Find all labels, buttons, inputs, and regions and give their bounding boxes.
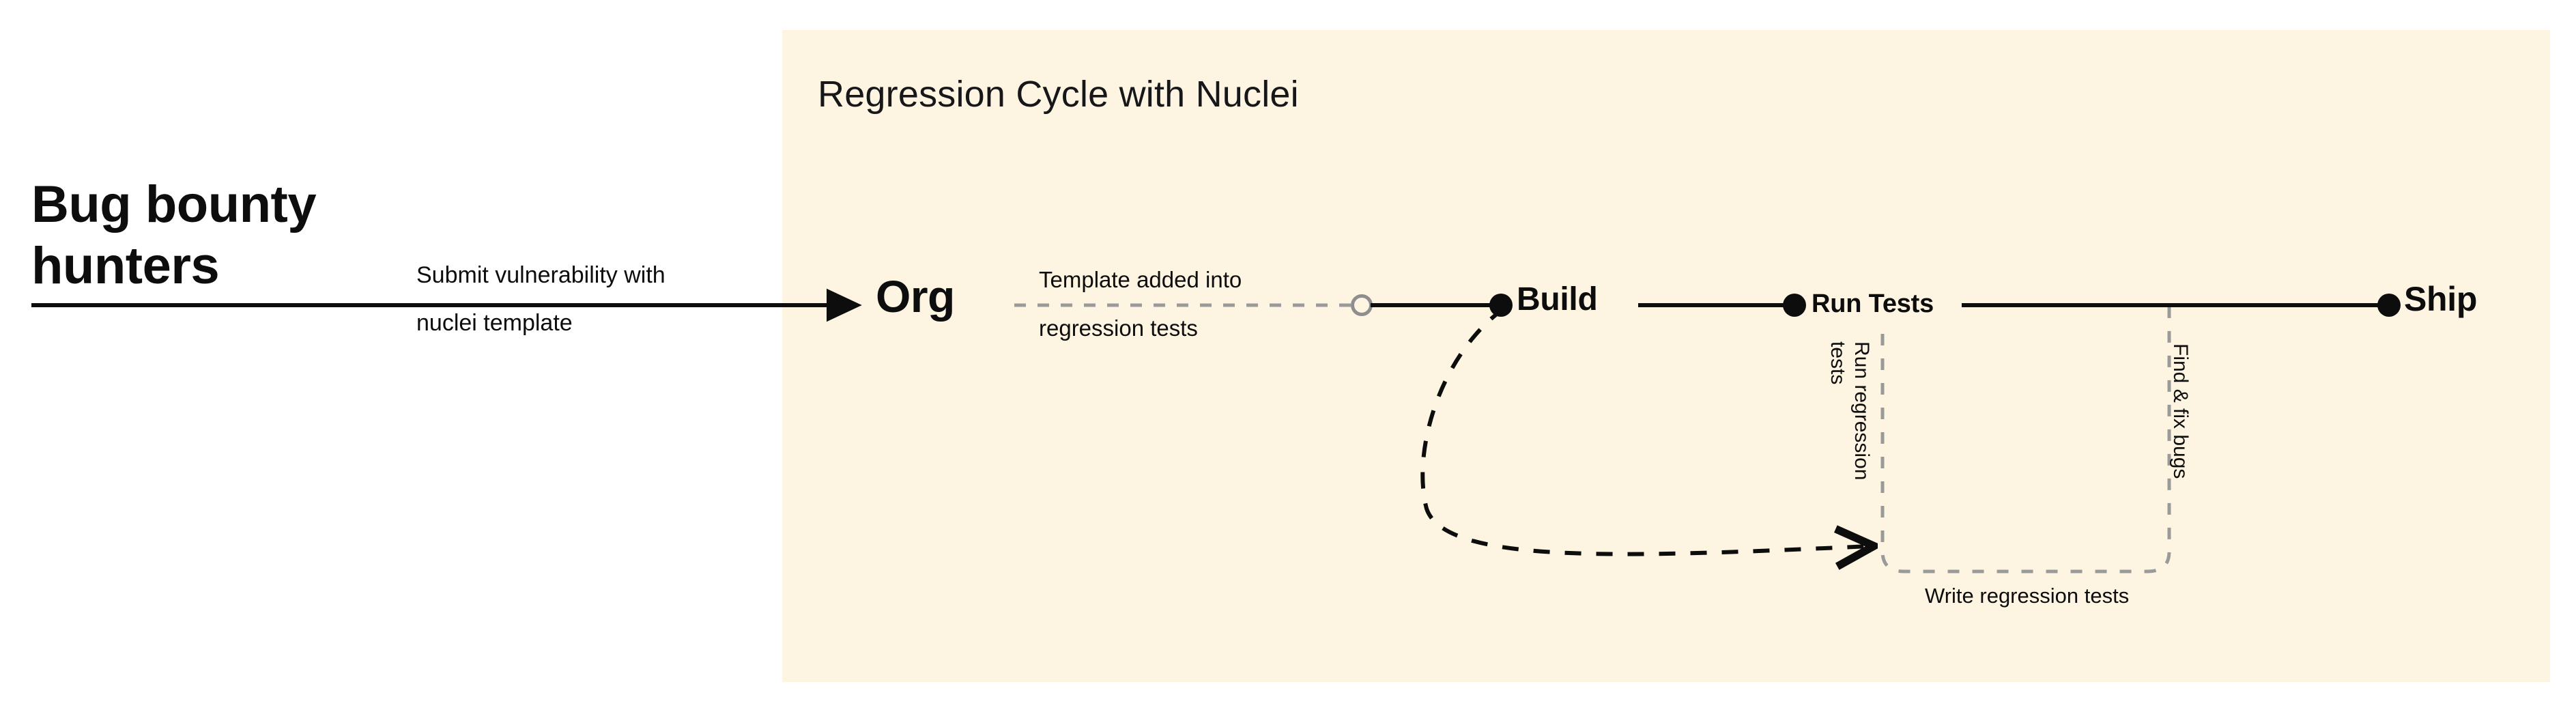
edge-label-template-added: Template added into regression tests <box>1039 256 1360 353</box>
bracket-label-run-regression-tests: Run regression tests <box>1826 341 1873 481</box>
panel-title: Regression Cycle with Nuclei <box>818 74 1299 115</box>
bracket-label-write-regression-tests: Write regression tests <box>1925 584 2130 608</box>
node-label-org[interactable]: Org <box>876 271 955 322</box>
edge-feedback-loop-curve <box>1420 307 1870 554</box>
edge-label-submit-line2: nuclei template <box>416 309 573 336</box>
bracket-label-find-and-fix-bugs: Find & fix bugs <box>2169 343 2192 479</box>
regression-bracket <box>1880 307 2171 573</box>
node-marker-run-tests <box>1783 294 1806 317</box>
edge-label-template-line2: regression tests <box>1039 315 1198 341</box>
edge-label-submit: Submit vulnerability with nuclei templat… <box>416 252 771 347</box>
actor-label: Bug bounty hunters <box>31 175 317 295</box>
node-marker-build <box>1489 294 1513 317</box>
node-marker-ship <box>2377 294 2401 317</box>
node-label-ship[interactable]: Ship <box>2404 280 2478 318</box>
regression-cycle-panel <box>782 30 2550 682</box>
edge-label-submit-line1: Submit vulnerability with <box>416 262 666 288</box>
node-label-build[interactable]: Build <box>1517 281 1598 317</box>
node-label-run-tests[interactable]: Run Tests <box>1812 289 1934 318</box>
edge-label-template-line1: Template added into <box>1039 267 1242 292</box>
